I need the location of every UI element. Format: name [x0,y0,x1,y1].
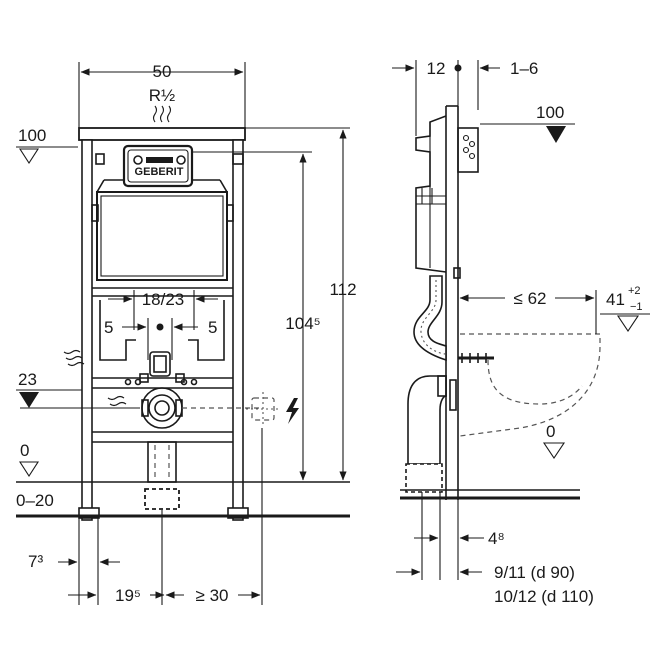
dim-top-right: 1–6 [510,59,538,78]
dim-flush-spacing: 18/23 [142,290,185,309]
dim-drain-offset: 19⁵ [115,586,141,605]
water-supply-icon [63,349,85,367]
dim-foot: 7³ [28,552,43,571]
dim-side-clearance: ≥ 30 [196,586,229,605]
frame-top-bar [78,127,246,141]
level-0-front: 0 [20,441,29,460]
dim-base-sup: +2 [628,285,641,297]
toilet-bowl [459,333,601,437]
dim-base: 41 [606,290,625,309]
frame-right-post [232,139,244,521]
level-range: 0–20 [16,491,54,510]
flush-pipe [413,275,447,362]
dim-top-left: 12 [427,59,446,78]
level-100-side: 100 [536,103,564,122]
flush-button-left-icon [133,155,143,165]
dim-height-main: 104⁵ [285,314,320,333]
dim-offset-left: 5 [104,318,113,337]
side-view: 12 1–6 100 [392,59,650,606]
dim-wall: 4⁸ [488,529,505,548]
side-cistern [415,115,447,273]
dim-depth: ≤ 62 [514,289,547,308]
electricity-icon [286,398,299,424]
plate-brand: GEBERIT [135,166,184,178]
flush-button-right-icon [176,155,186,165]
flush-plate [122,144,194,188]
front-view: 50 R½ GEBERIT [16,62,357,605]
cistern [96,191,228,281]
right-foot [227,507,249,519]
level-23: 23 [18,370,37,389]
dim-offset-right: 5 [208,318,217,337]
drain-pipe [407,375,447,465]
dim-pipe-line2: 10/12 (d 110) [494,587,594,606]
dim-base-sub: −1 [630,301,643,313]
dim-width: 50 [153,62,172,81]
side-flush-plate [457,127,479,173]
dim-thread: R½ [149,86,175,105]
dim-height-total: 112 [329,280,356,299]
level-marker-open-icon [18,148,40,165]
left-foot [78,507,100,519]
water-inlet-icon [152,105,172,123]
dim-pipe-line1: 9/11 (d 90) [494,563,575,582]
level-marker-filled-icon [19,392,39,408]
drain-socket [405,463,443,493]
frame-left-post [81,139,93,521]
level-100-front: 100 [18,126,46,145]
drain-pipe-stub [144,488,180,510]
level-0-side: 0 [546,422,555,441]
